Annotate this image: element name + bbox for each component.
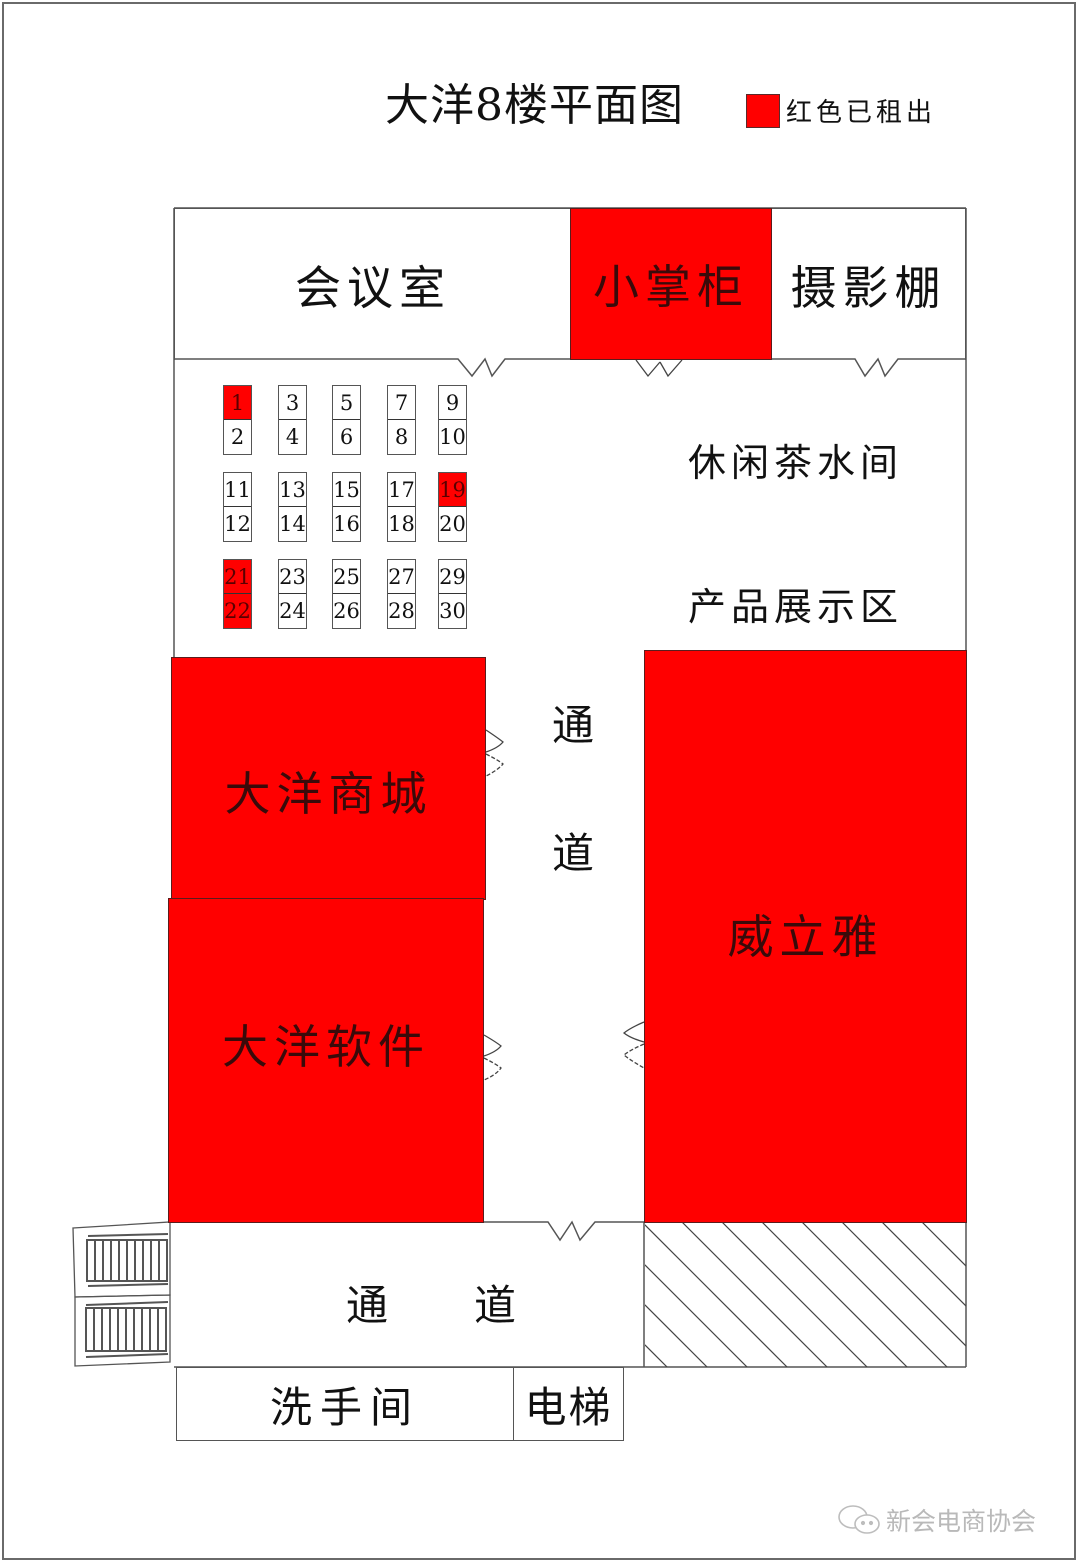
- booth-cell[interactable]: 5: [333, 386, 360, 420]
- room-elevator[interactable]: 电梯: [513, 1367, 624, 1441]
- corridor-vertical-label-top: 通: [552, 701, 595, 750]
- booth-cell[interactable]: 18: [388, 512, 415, 536]
- corridor-horizontal-label-right: 道: [474, 1281, 517, 1330]
- door-swing-icon: [483, 359, 683, 1081]
- room-dayang-mall[interactable]: 大洋商城: [171, 657, 486, 900]
- booth-cell[interactable]: 16: [333, 512, 360, 536]
- booth-cell[interactable]: 22: [224, 594, 251, 628]
- booth-cell[interactable]: 25: [333, 560, 360, 594]
- booth-cell[interactable]: 4: [285, 425, 300, 449]
- booth-cell[interactable]: 11: [224, 473, 251, 507]
- legend-rented-label: 红色已租出: [786, 98, 937, 128]
- hatched-area: [645, 1223, 966, 1367]
- booth-cell[interactable]: 30: [439, 599, 466, 623]
- room-photo-studio[interactable]: 摄影棚: [772, 208, 966, 360]
- room-dayang-mall-label: 大洋商城: [224, 767, 433, 821]
- product-display-label: 产品展示区: [688, 585, 904, 629]
- booth-cell[interactable]: 19: [439, 473, 466, 507]
- room-weiliya[interactable]: 威立雅: [644, 650, 967, 1223]
- room-weiliya-label: 威立雅: [727, 910, 884, 964]
- booth-cell[interactable]: 15: [333, 473, 360, 507]
- booth-cell[interactable]: 8: [394, 425, 409, 449]
- booth-cell[interactable]: 23: [279, 560, 306, 594]
- booth-cell[interactable]: 24: [279, 599, 306, 623]
- booth-cell[interactable]: 27: [388, 560, 415, 594]
- booth-cell[interactable]: 9: [439, 386, 466, 420]
- room-dayang-software-label: 大洋软件: [222, 1020, 430, 1074]
- booth-cell[interactable]: 7: [388, 386, 415, 420]
- room-restroom[interactable]: 洗手间: [176, 1367, 514, 1441]
- booth-cell[interactable]: 12: [224, 512, 251, 536]
- booth-cell[interactable]: 1: [224, 386, 251, 420]
- tea-room-label: 休闲茶水间: [688, 441, 904, 485]
- legend-rented-swatch: [746, 94, 780, 128]
- booth-cell[interactable]: 21: [224, 560, 251, 594]
- room-elevator-label: 电梯: [524, 1382, 613, 1432]
- corridor-vertical-label-bottom: 道: [552, 829, 595, 878]
- booth-cell[interactable]: 6: [339, 425, 354, 449]
- room-restroom-label: 洗手间: [269, 1382, 420, 1432]
- booth-cell[interactable]: 3: [279, 386, 306, 420]
- watermark-text: 新会电商协会: [886, 1507, 1037, 1536]
- wechat-icon: [838, 1505, 880, 1534]
- booth-cell[interactable]: 26: [333, 599, 360, 623]
- booth-cell[interactable]: 10: [439, 425, 466, 449]
- room-photo-studio-label: 摄影棚: [790, 260, 947, 315]
- room-dayang-software[interactable]: 大洋软件: [168, 898, 484, 1223]
- booth-cell[interactable]: 2: [230, 425, 245, 449]
- room-xiaozhanggui-label: 小掌柜: [593, 260, 749, 314]
- booth-cell[interactable]: 29: [439, 560, 466, 594]
- room-meeting-label: 会议室: [295, 260, 451, 315]
- room-meeting[interactable]: 会议室: [174, 208, 571, 360]
- booth-cell[interactable]: 14: [279, 512, 306, 536]
- watermark: 新会电商协会: [836, 1502, 1036, 1538]
- booth-cell[interactable]: 20: [439, 512, 466, 536]
- booth-cell[interactable]: 17: [388, 473, 415, 507]
- booth-cell[interactable]: 28: [388, 599, 415, 623]
- stairs-icon: [72, 1221, 171, 1367]
- room-xiaozhanggui[interactable]: 小掌柜: [570, 208, 772, 360]
- corridor-horizontal-label-left: 通: [346, 1281, 389, 1330]
- booth-cell[interactable]: 13: [279, 473, 306, 507]
- page-title: 大洋8楼平面图: [385, 80, 684, 131]
